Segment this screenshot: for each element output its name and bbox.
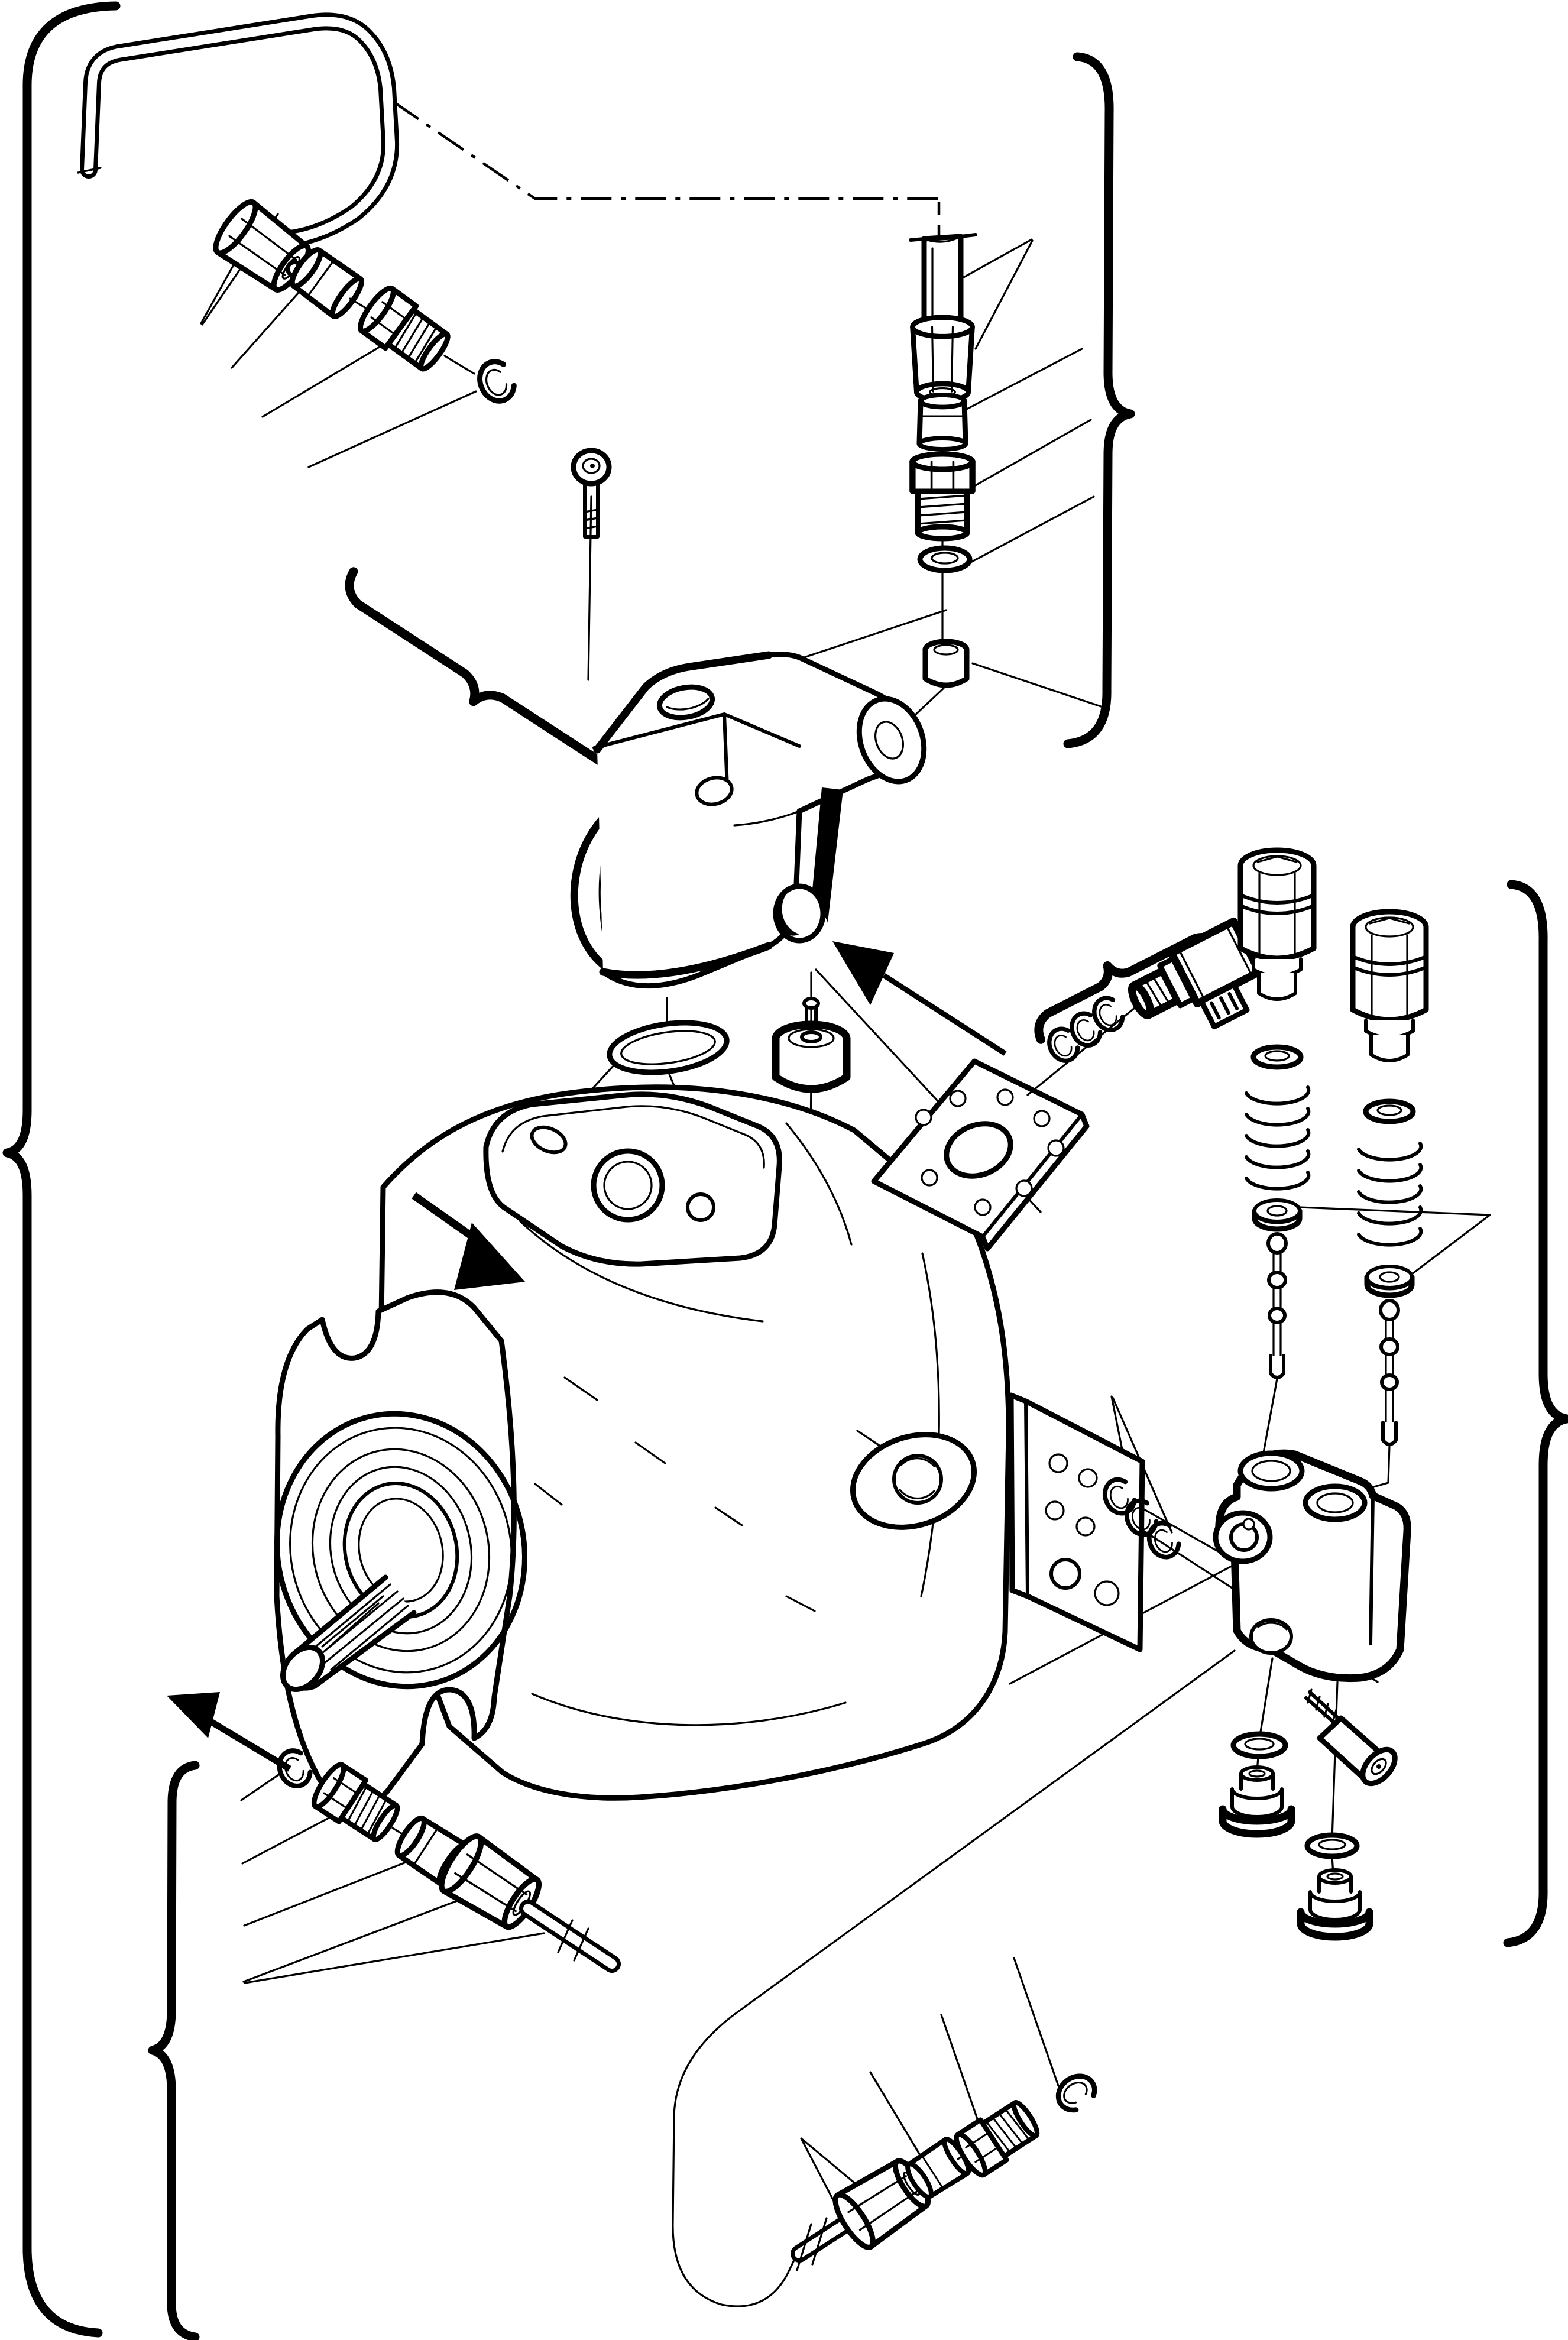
leader-lines-lower-left-group — [240, 1772, 545, 1984]
cap-bushing — [922, 639, 970, 688]
threaded-nipple — [912, 454, 972, 539]
upper-pipe-assembly — [77, 12, 517, 406]
relief-valve-assembly — [1100, 850, 1426, 1937]
banjo-elbow-fitting — [570, 651, 927, 989]
hydraulic-pump — [274, 1058, 1145, 1812]
spacer-bushing — [772, 997, 851, 1093]
pump-direction-arrow-icon — [412, 1192, 525, 1290]
flange-rings — [274, 1411, 527, 1690]
o-ring — [1230, 1731, 1288, 1759]
lower-left-brace — [148, 1761, 200, 2340]
spring-seat-washer — [1255, 1200, 1300, 1229]
sleeve — [919, 395, 966, 449]
splined-drive-shaft — [280, 1574, 417, 1693]
end-port-plate — [1008, 1392, 1145, 1652]
hose-routing-line — [672, 1649, 1236, 2307]
side-port-boss — [850, 1432, 977, 1530]
lower-right-pipe-assembly — [791, 2069, 1100, 2271]
union-nut — [913, 317, 973, 401]
pipe-end — [909, 233, 977, 334]
lower-left-direction-arrow-icon — [167, 1692, 291, 1772]
outer-left-brace — [2, 1, 121, 2338]
gasket-face — [483, 1091, 782, 1267]
elbow-port-hole — [773, 883, 826, 944]
o-ring — [917, 545, 973, 573]
o-ring — [1363, 1098, 1416, 1124]
centerline-dash-dot — [392, 101, 941, 235]
mounting-flange — [274, 1289, 527, 1812]
elbow-port-arrow-icon — [832, 941, 1007, 1056]
spring-seat-washer — [1367, 1266, 1412, 1295]
bent-steel-pipe — [77, 12, 400, 248]
lower-left-pipe-assembly — [167, 1692, 621, 1973]
o-ring — [1304, 1832, 1360, 1859]
leader-lines-upper-pipe-group — [200, 213, 477, 468]
valve-block — [1213, 1449, 1411, 1683]
leader-lines-lower-right-group — [800, 1957, 1060, 2213]
upper-right-brace — [1063, 52, 1135, 748]
upper-right-fitting-column — [909, 233, 977, 688]
top-mounting-plate — [871, 1058, 1090, 1252]
steel-pipe — [519, 1900, 621, 1973]
o-ring — [1250, 1044, 1304, 1070]
socket-head-screw — [1304, 1688, 1398, 1787]
elbow-o-ring — [607, 1019, 730, 1075]
right-tall-brace — [1503, 880, 1568, 1947]
